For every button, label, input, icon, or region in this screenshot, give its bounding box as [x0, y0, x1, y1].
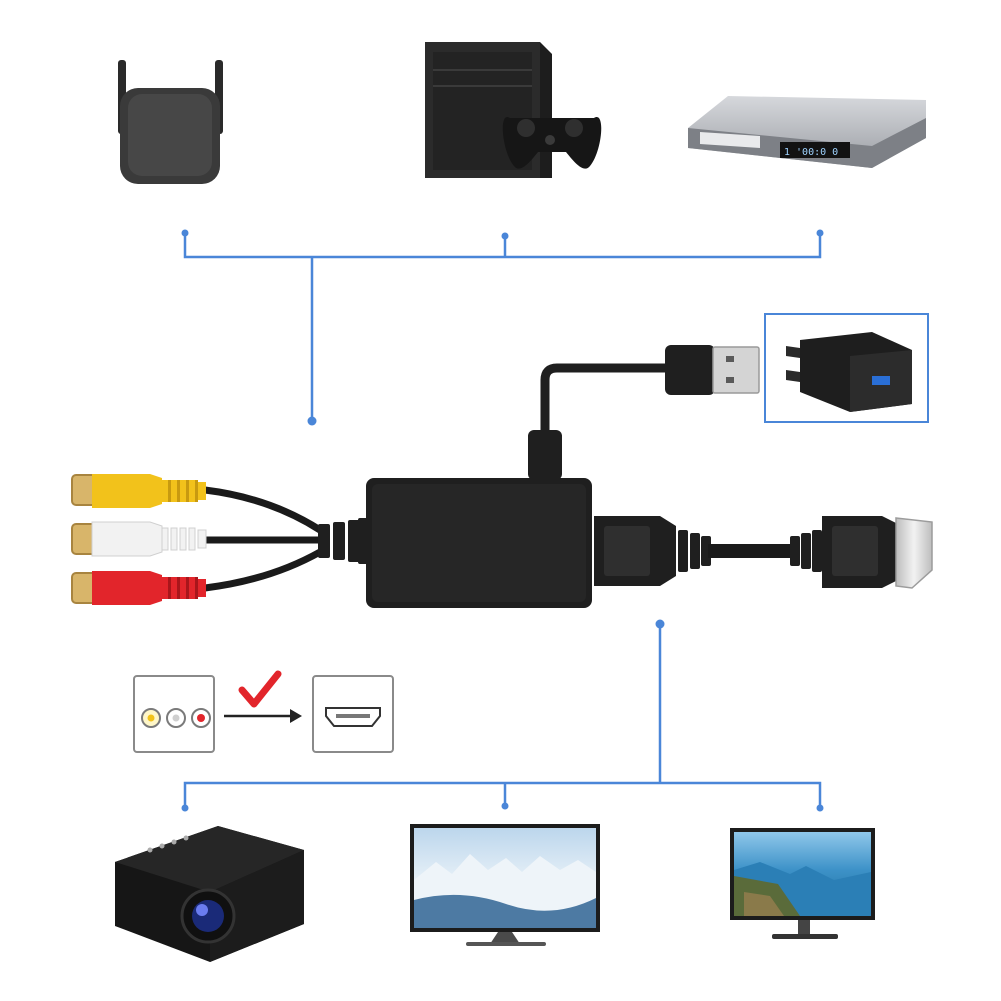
- projector-icon: [115, 826, 304, 962]
- checkmark-icon: [238, 670, 282, 708]
- output-connector-dots: [181, 619, 824, 812]
- rca-plug-yellow: [71, 474, 206, 508]
- right-arrow-icon: [224, 709, 302, 723]
- usb-wall-charger-icon: [786, 332, 912, 412]
- dvd-display-text: 1 '00:0 0: [784, 147, 838, 158]
- hdmi-cable-icon: [594, 516, 933, 589]
- wifi-extender-icon: [118, 60, 223, 184]
- usb-a-plug-icon: [665, 345, 760, 395]
- monitor-icon-sea: [730, 828, 875, 939]
- pc-tower-gamepad-icon: [425, 42, 602, 178]
- rca-plug-red: [71, 571, 206, 605]
- rca-three-ports-icon: [133, 675, 215, 753]
- monitor-icon: [410, 824, 600, 946]
- usb-power-cable: [540, 363, 670, 460]
- rca-wires: [201, 486, 324, 592]
- dvd-player-icon: 1 '00:0 0: [688, 96, 926, 168]
- rca-plug-white: [71, 521, 207, 557]
- rca-strain-relief: [318, 518, 370, 564]
- output-connector-lines: [183, 624, 822, 808]
- input-connector-dots: [181, 229, 824, 426]
- hdmi-port-icon: [312, 675, 394, 753]
- usb-c-plug: [528, 430, 562, 480]
- av-to-hdmi-converter-icon: [366, 478, 592, 608]
